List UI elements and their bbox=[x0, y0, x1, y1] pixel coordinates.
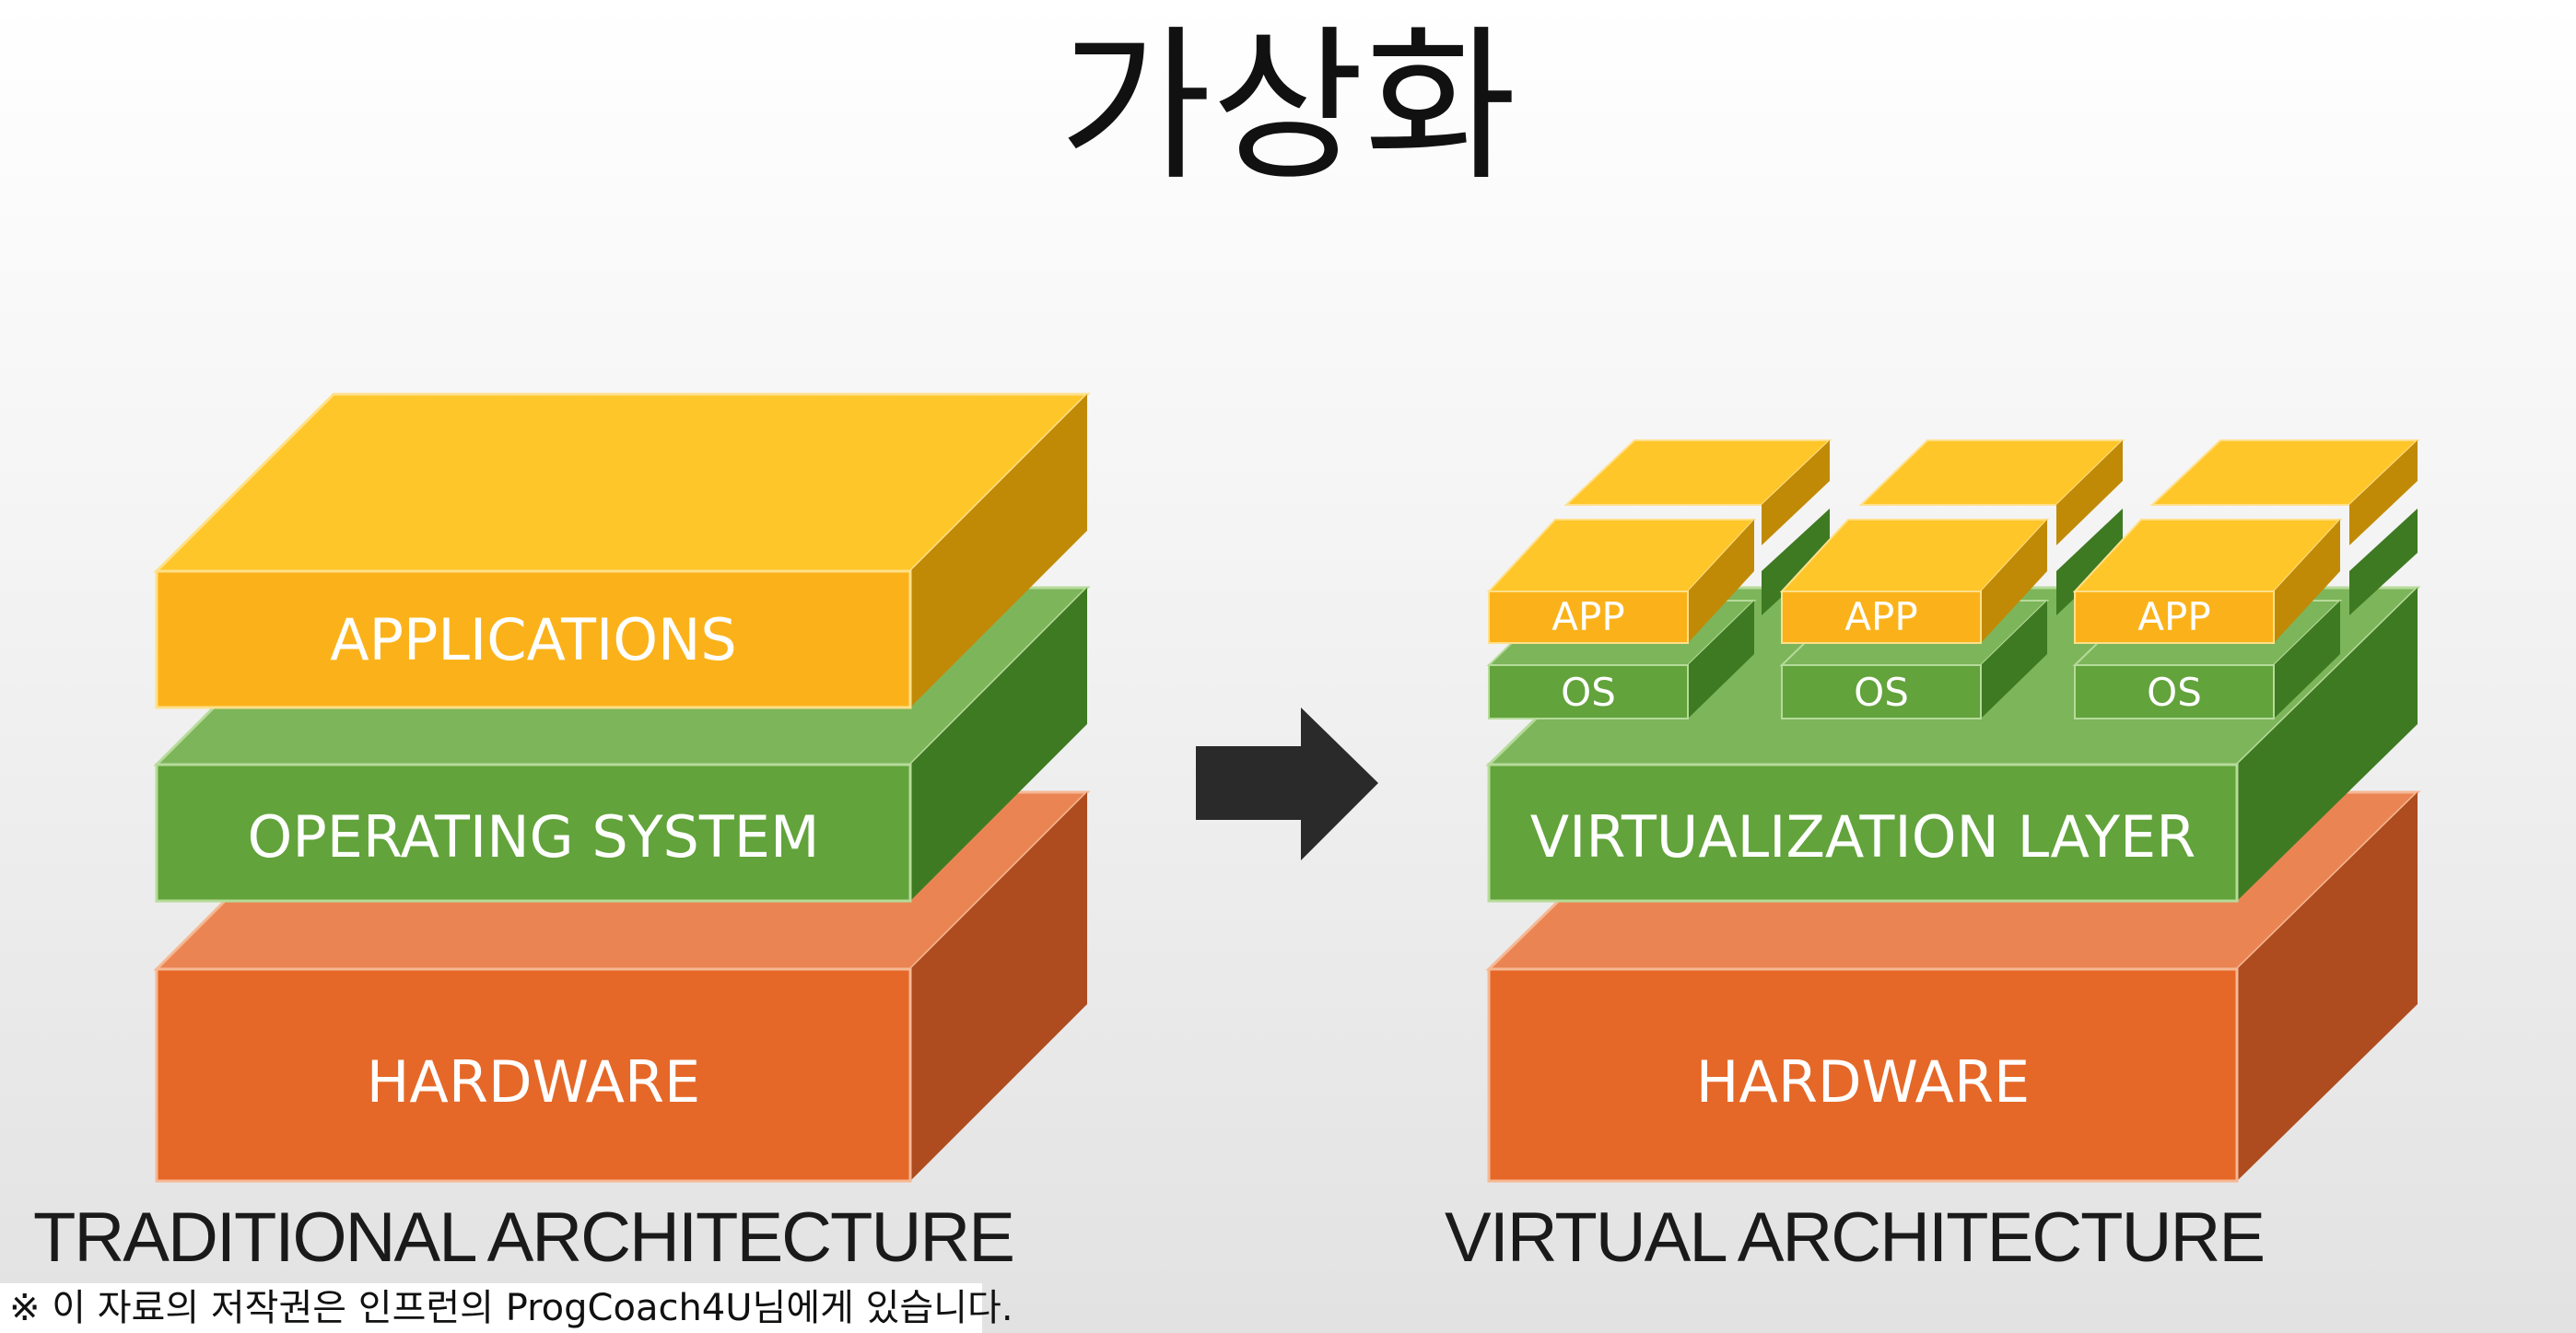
slide-title: 가상화 bbox=[1059, 11, 1517, 204]
vm-1-app-label: APP bbox=[1551, 594, 1624, 639]
vm-stack-1: OS APP bbox=[1486, 519, 1757, 719]
traditional-architecture-caption: TRADITIONAL ARCHITECTURE bbox=[33, 1199, 1015, 1277]
applications-block: APPLICATIONS bbox=[153, 392, 1091, 709]
traditional-stack: HARDWARE OPERATING SYSTEM APPLICATIONS bbox=[153, 392, 1091, 1183]
copyright-notice: ※ 이 자료의 저작권은 인프런의 ProgCoach4U님에게 있습니다. bbox=[0, 1283, 1013, 1333]
vm-stack-3: OS APP bbox=[2072, 519, 2343, 719]
applications-label: APPLICATIONS bbox=[330, 606, 737, 673]
vm-3-app-label: APP bbox=[2137, 594, 2210, 639]
right-arrow-icon bbox=[1196, 707, 1378, 860]
virtual-stack: HARDWARE VIRTUALIZATION LAYER bbox=[1485, 439, 2421, 1183]
hardware-label-virtual: HARDWARE bbox=[1696, 1048, 2030, 1116]
vm-back-row bbox=[1563, 439, 2420, 615]
virtual-architecture-caption: VIRTUAL ARCHITECTURE bbox=[1445, 1199, 2266, 1277]
vm-3-os-label: OS bbox=[2147, 670, 2202, 715]
vm-stack-2: OS APP bbox=[1779, 519, 2050, 719]
virtualization-layer-label: VIRTUALIZATION LAYER bbox=[1530, 803, 2196, 871]
hardware-label-traditional: HARDWARE bbox=[367, 1048, 700, 1116]
vm-2-os-label: OS bbox=[1854, 670, 1909, 715]
vm-2-app-label: APP bbox=[1844, 594, 1917, 639]
vm-1-os-label: OS bbox=[1561, 670, 1616, 715]
operating-system-label: OPERATING SYSTEM bbox=[248, 803, 820, 871]
